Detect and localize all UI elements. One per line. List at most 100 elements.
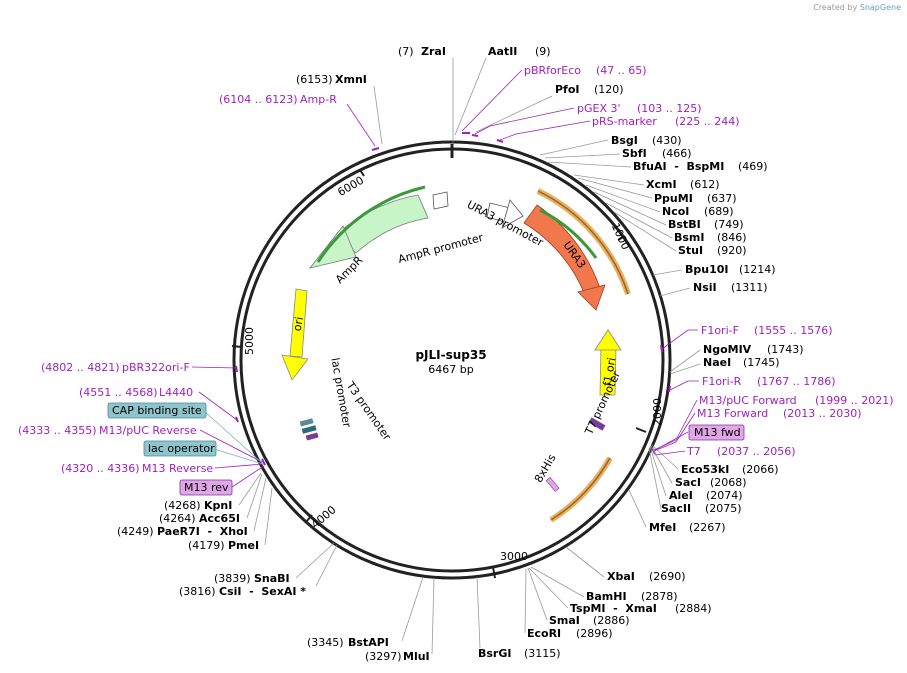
site-name-NcoI: NcoI bbox=[662, 205, 689, 218]
site-pos-TspMI: (2884) bbox=[675, 602, 712, 615]
leader-M13-F bbox=[653, 412, 696, 452]
badge-cap-site bbox=[107, 402, 207, 419]
primer-mark-F1ori-R bbox=[668, 385, 671, 393]
tick-mark-5000 bbox=[231, 345, 243, 348]
leader-NaeI bbox=[669, 363, 701, 375]
leader-T7 bbox=[654, 450, 686, 456]
leader-Acc65I bbox=[246, 473, 263, 519]
feature-label-ori: ori bbox=[291, 316, 306, 332]
site-name-SacII: SacII bbox=[661, 502, 691, 515]
leader-m13-rev-badge bbox=[231, 465, 265, 488]
primer-mark-F1ori-F bbox=[660, 344, 663, 353]
primer-mark-Amp-R bbox=[371, 147, 380, 151]
primer-name-pRS: pRS-marker bbox=[592, 115, 657, 128]
orf-arc-AmpR bbox=[316, 185, 426, 263]
site-name-BstAPI: BstAPI bbox=[348, 636, 389, 649]
site-pos-CsiI: (3816) bbox=[179, 585, 216, 598]
site-name-BamHI: BamHI bbox=[586, 590, 627, 603]
site-pos-BsmI: (846) bbox=[717, 231, 747, 244]
leader-PmeI bbox=[264, 487, 273, 546]
site-name-KpnI: KpnI bbox=[204, 499, 232, 512]
leader-F1ori-F bbox=[661, 329, 698, 350]
orf-arc-URA3-outer-line bbox=[537, 190, 629, 295]
leader-StuI bbox=[613, 211, 677, 252]
site-pos-SbfI: (466) bbox=[662, 147, 692, 160]
badge-lac-operator-text: lac operator bbox=[148, 442, 215, 455]
leader-L4440 bbox=[198, 391, 238, 421]
primer-mark-pGEX bbox=[471, 134, 479, 137]
site-name-XbaI: XbaI bbox=[607, 570, 635, 583]
site-name-XcmI: XcmI bbox=[646, 178, 677, 191]
leader-TspMI bbox=[528, 567, 569, 609]
badge-lac-operator bbox=[143, 440, 217, 457]
primer-range-M13pUC-F: (1999 .. 2021) bbox=[815, 394, 894, 407]
feature-8xHis-block bbox=[545, 476, 560, 492]
credit-prefix: Created by bbox=[813, 3, 858, 12]
leader-XhoI bbox=[253, 477, 267, 532]
site-name-Bpu10I: Bpu10I bbox=[685, 263, 729, 276]
primer-name-L4440: L4440 bbox=[159, 386, 193, 399]
primer-mark-pRS bbox=[496, 139, 504, 143]
site-name-BstBI: BstBI bbox=[668, 218, 701, 231]
site-name-StuI: StuI bbox=[678, 244, 703, 257]
leader-SnaBI bbox=[295, 542, 335, 579]
site-pos-BstBI: (749) bbox=[714, 218, 744, 231]
site-name-ZraI: ZraI bbox=[421, 45, 446, 58]
primer-range-pBRforEco: (47 .. 65) bbox=[596, 64, 647, 77]
site-name-NaeI: NaeI bbox=[703, 356, 731, 369]
leader-KpnI bbox=[238, 472, 262, 506]
site-pos-SacI: (2068) bbox=[710, 476, 747, 489]
feature-arrow-AmpR-promoter bbox=[432, 191, 449, 210]
site-name-Acc65I: Acc65I bbox=[199, 512, 240, 525]
site-name-AatII: AatII bbox=[488, 45, 517, 58]
site-pos-PmeI: (4179) bbox=[188, 539, 225, 552]
tick-label-6000: 6000 bbox=[335, 174, 366, 199]
primer-range-M13pUC-R: (4333 .. 4355) bbox=[18, 424, 97, 437]
leader-lac-operator-badge bbox=[213, 448, 264, 465]
site-pos-BsrGI: (3115) bbox=[524, 647, 561, 660]
site-name-PmeI: PmeI bbox=[228, 539, 259, 552]
site-name-EcoRI: EcoRI bbox=[527, 627, 561, 640]
feature-arrow-f1-ori-head bbox=[594, 329, 622, 351]
feature-label-AmpR-promoter: AmpR promoter bbox=[397, 231, 485, 266]
badge-m13-fwd bbox=[688, 424, 745, 441]
leader-SmaI bbox=[527, 567, 548, 621]
site-name-CsiI: CsiI - SexAI * bbox=[219, 585, 306, 598]
leader-XmnI bbox=[373, 85, 383, 145]
leader-AatII bbox=[454, 57, 487, 136]
leader-pRS bbox=[499, 120, 591, 141]
leader-MluI bbox=[431, 577, 435, 655]
site-pos-AleI: (2074) bbox=[706, 489, 743, 502]
tick-mark-4000 bbox=[305, 514, 313, 523]
orf-arc-sup35-line bbox=[550, 457, 611, 521]
leader-M13pUC-R bbox=[199, 429, 263, 463]
feature-label-f1-ori: f1 ori bbox=[601, 357, 619, 388]
site-pos-BamHI: (2878) bbox=[641, 590, 678, 603]
site-pos-XbaI: (2690) bbox=[649, 570, 686, 583]
leader-Bpu10I bbox=[652, 269, 683, 276]
tick-mark-6000 bbox=[359, 169, 365, 177]
site-pos-StuI: (920) bbox=[717, 244, 747, 257]
leader-MfeI bbox=[628, 489, 647, 528]
tick-label-2000: 2000 bbox=[651, 398, 664, 426]
site-name-NsiI: NsiI bbox=[693, 281, 717, 294]
tick-mark-3000 bbox=[492, 566, 496, 579]
site-name-BsmI: BsmI bbox=[674, 231, 705, 244]
site-pos-NcoI: (689) bbox=[704, 205, 734, 218]
primer-range-pGEX: (103 .. 125) bbox=[637, 102, 702, 115]
site-pos-NsiI: (1311) bbox=[731, 281, 768, 294]
site-pos-BstAPI: (3345) bbox=[307, 636, 344, 649]
primer-name-M13pUC-R: M13/pUC Reverse bbox=[99, 424, 197, 437]
site-pos-SmaI: (2886) bbox=[593, 614, 630, 627]
feature-lac-block-2 bbox=[301, 425, 317, 434]
feature-lac-block-1 bbox=[299, 418, 314, 427]
leader-BsrGI bbox=[476, 576, 481, 649]
primer-range-F1ori-R: (1767 .. 1786) bbox=[757, 375, 836, 388]
tick-label-1000: 1000 bbox=[609, 221, 633, 252]
leader-BfuAI bbox=[547, 161, 632, 168]
badge-m13-fwd-text: M13 fwd bbox=[694, 426, 741, 439]
leader-PpuMI bbox=[577, 177, 653, 199]
site-name-TspMI: TspMI - XmaI bbox=[570, 602, 657, 615]
leader-SacII bbox=[648, 447, 662, 510]
site-pos-ZraI: (7) bbox=[398, 45, 414, 58]
